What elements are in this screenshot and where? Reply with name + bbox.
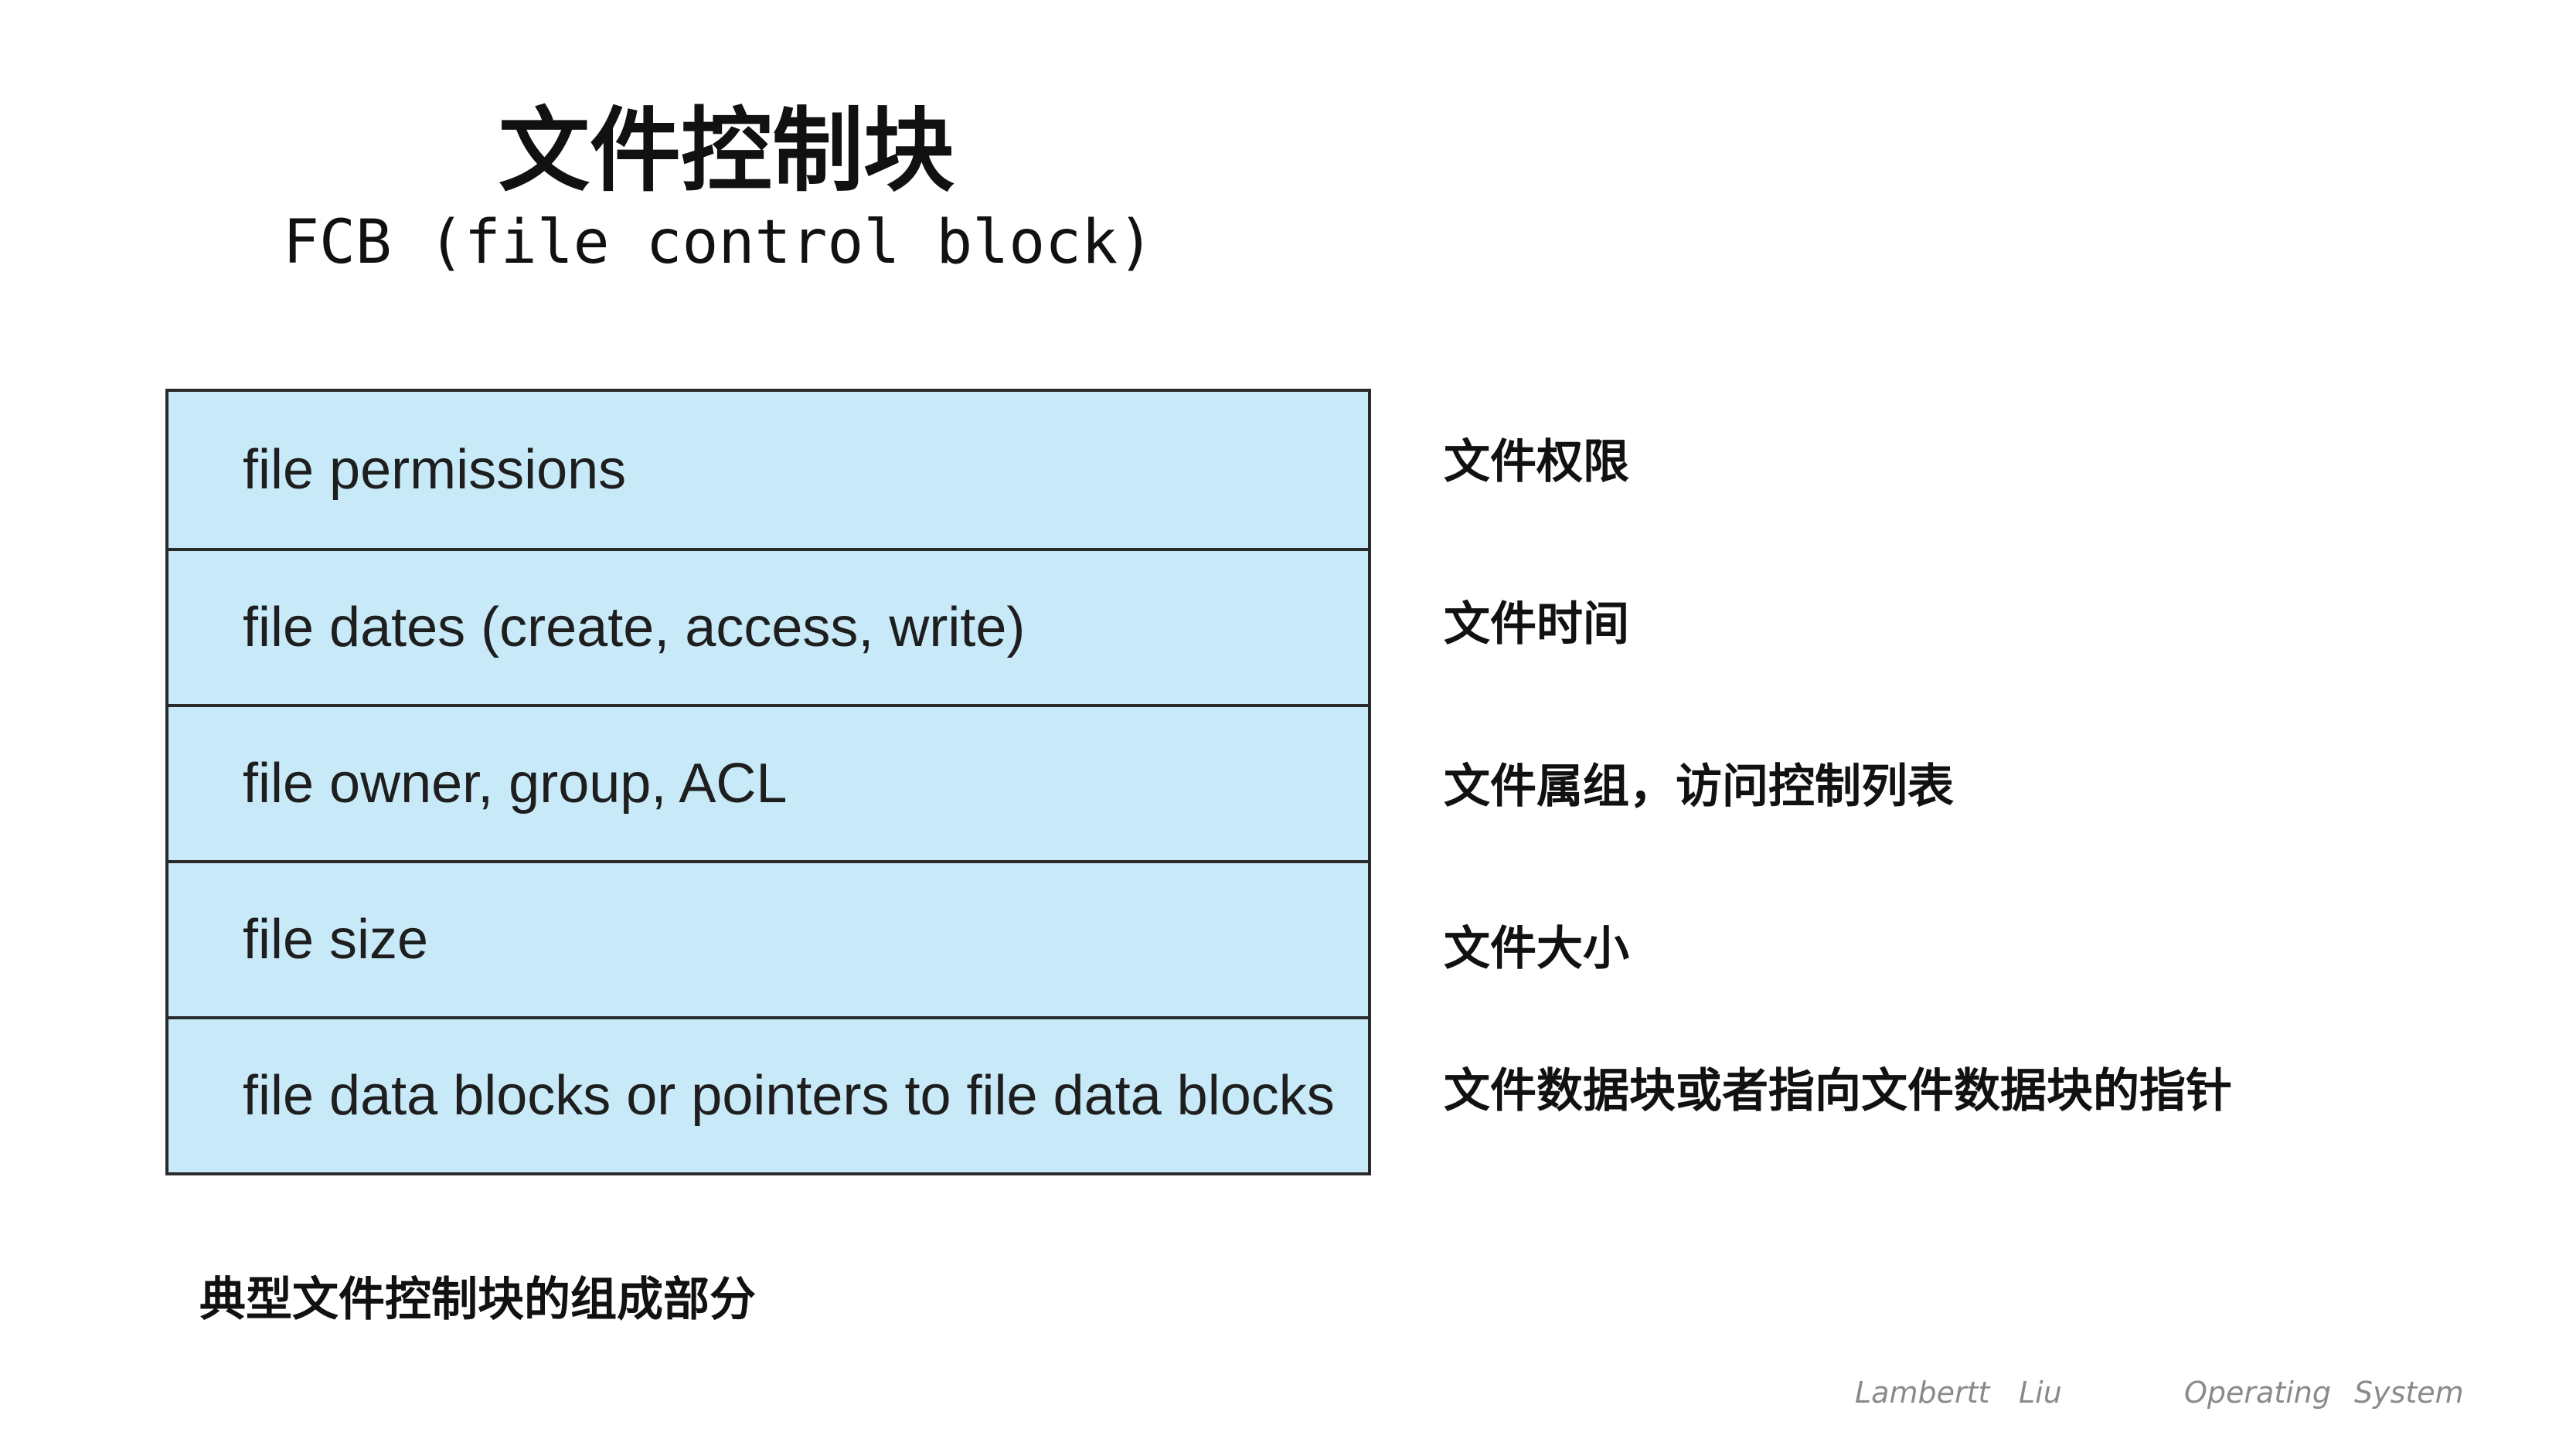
footer-course-last: System bbox=[2354, 1376, 2464, 1410]
figure-caption: 典型文件控制块的组成部分 bbox=[199, 1273, 756, 1327]
fcb-row-size: file size bbox=[168, 860, 1368, 1016]
annotation-owner: 文件属组，访问控制列表 bbox=[1444, 760, 1954, 814]
annotation-permissions: 文件权限 bbox=[1444, 435, 1629, 489]
fcb-row-label: file dates (create, access, write) bbox=[243, 597, 1026, 658]
fcb-row-label: file owner, group, ACL bbox=[243, 753, 788, 815]
footer-author-last: Liu bbox=[2019, 1376, 2062, 1410]
fcb-row-owner: file owner, group, ACL bbox=[168, 704, 1368, 860]
fcb-row-label: file data blocks or pointers to file dat… bbox=[243, 1065, 1335, 1127]
fcb-structure-table: file permissions file dates (create, acc… bbox=[165, 389, 1371, 1175]
footer-course-first: Operating bbox=[2184, 1376, 2331, 1410]
fcb-row-label: file size bbox=[243, 909, 429, 971]
page-subtitle: FCB (file control block) bbox=[283, 208, 1155, 277]
fcb-row-label: file permissions bbox=[243, 439, 627, 501]
annotation-size: 文件大小 bbox=[1444, 922, 1629, 976]
annotation-dates: 文件时间 bbox=[1444, 597, 1629, 651]
annotation-data-blocks: 文件数据块或者指向文件数据块的指针 bbox=[1444, 1064, 2232, 1118]
footer-author-first: Lambertt bbox=[1855, 1376, 1990, 1410]
fcb-row-data-blocks: file data blocks or pointers to file dat… bbox=[168, 1016, 1368, 1172]
fcb-row-permissions: file permissions bbox=[168, 392, 1368, 548]
fcb-row-dates: file dates (create, access, write) bbox=[168, 548, 1368, 704]
page-title: 文件控制块 bbox=[498, 97, 955, 204]
